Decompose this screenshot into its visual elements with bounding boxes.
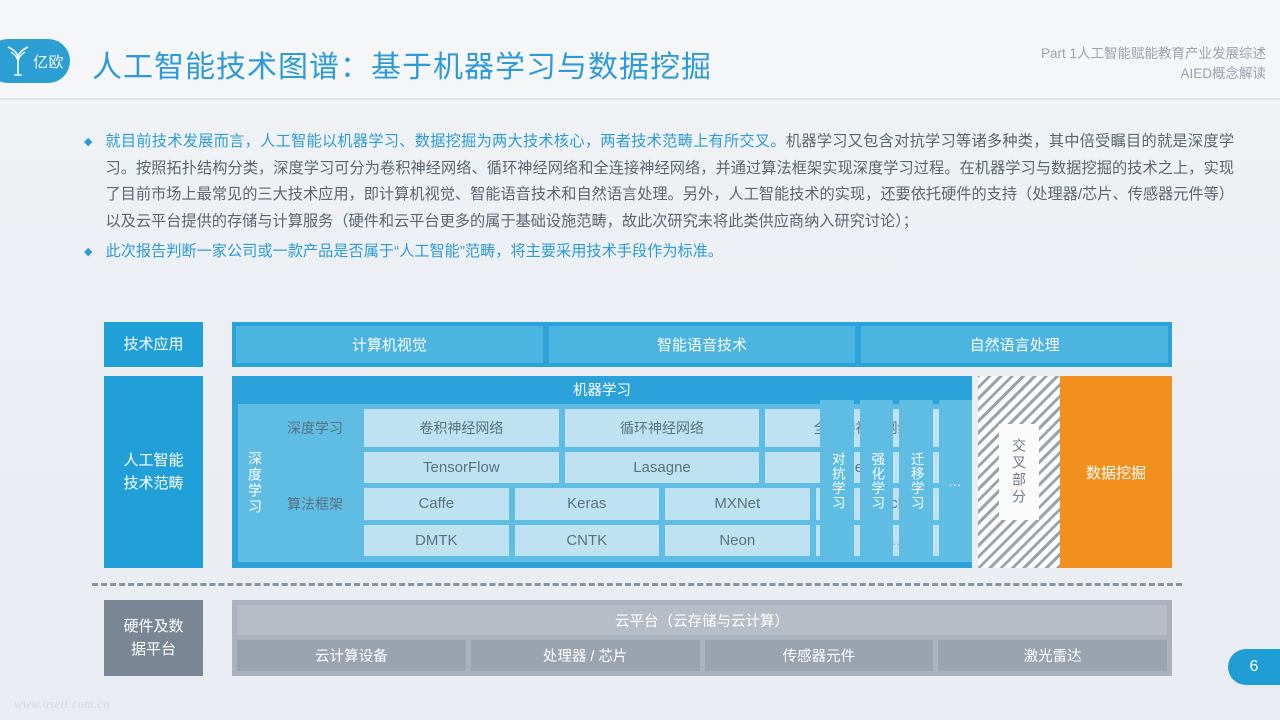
framework-cell-mxnet[interactable]: MXNet (665, 488, 810, 520)
topology-cell-cnn[interactable]: 卷积神经网络 (364, 409, 559, 447)
row-label-hardware-line2: 据平台 (130, 641, 176, 658)
row-label-ai-scope: 人工智能 技术范畴 (104, 376, 203, 568)
cross-section-label: 交叉部分 (999, 424, 1039, 520)
framework-cell-tensorflow[interactable]: TensorFlow (364, 452, 559, 484)
application-cell-speech[interactable]: 智能语音技术 (548, 326, 856, 363)
bullet-text: 此次报告判断一家公司或一款产品是否属于“人工智能”范畴，将主要采用技术手段作为标… (105, 243, 724, 260)
row-label-ai-scope-line1: 人工智能 (123, 452, 184, 469)
framework-cell-caffe[interactable]: Caffe (364, 488, 509, 520)
framework-row-label: 算法框架 (272, 452, 358, 556)
cloud-platform-bar[interactable]: 云平台（云存储与云计算） (237, 605, 1167, 635)
hardware-cell-processor-chip[interactable]: 处理器 / 芯片 (470, 640, 700, 671)
row-label-hardware: 硬件及数 据平台 (104, 600, 203, 676)
header-section-info: Part 1人工智能赋能教育产业发展综述 AIED概念解读 (1041, 44, 1266, 84)
header-divider (0, 98, 1280, 100)
topology-row-label: 深度学习 (272, 409, 358, 447)
row-label-hardware-line1: 硬件及数 (123, 618, 184, 635)
hardware-items-row: 云计算设备 处理器 / 芯片 传感器元件 激光雷达 (237, 640, 1167, 671)
framework-cell-keras[interactable]: Keras (514, 488, 659, 520)
bullet-item: ◆ 就目前技术发展而言，人工智能以机器学习、数据挖掘为两大技术核心，两者技术范畴… (84, 129, 1234, 235)
row-label-applications: 技术应用 (104, 322, 203, 367)
learning-column-adversarial[interactable]: 对抗学习 (820, 400, 854, 562)
application-cell-cv[interactable]: 计算机视觉 (236, 326, 543, 363)
hardware-cell-lidar[interactable]: 激光雷达 (938, 640, 1167, 671)
framework-cell-lasagne[interactable]: Lasagne (564, 452, 760, 484)
learning-column-reinforcement-text: 强化学习 (869, 452, 885, 510)
bullet-diamond-icon: ◆ (84, 136, 93, 148)
hardware-platform-block: 云平台（云存储与云计算） 云计算设备 处理器 / 芯片 传感器元件 激光雷达 (232, 600, 1172, 676)
section-topic-label: AIED概念解读 (1180, 66, 1266, 81)
bullet-list: ◆ 就目前技术发展而言，人工智能以机器学习、数据挖掘为两大技术核心，两者技术范畴… (84, 129, 1234, 270)
slide-header: 亿欧 人工智能技术图谱：基于机器学习与数据挖掘 Part 1人工智能赋能教育产业… (0, 0, 1280, 100)
bullet-diamond-icon: ◆ (84, 246, 93, 258)
deep-learning-vertical-text: 深度学习 (247, 451, 263, 515)
learning-column-adversarial-text: 对抗学习 (829, 452, 845, 510)
learning-column-reinforcement[interactable]: 强化学习 (859, 400, 893, 562)
machine-learning-title: 机器学习 (573, 382, 631, 399)
page-number-badge: 6 (1228, 649, 1280, 685)
framework-line: DMTK CNTK Neon …… (364, 524, 960, 556)
framework-cell-cntk[interactable]: CNTK (514, 524, 659, 556)
framework-cell-dmtk[interactable]: DMTK (364, 524, 509, 556)
bullet-item: ◆ 此次报告判断一家公司或一款产品是否属于“人工智能”范畴，将主要采用技术手段作… (84, 239, 1234, 266)
applications-row: 计算机视觉 智能语音技术 自然语言处理 (232, 322, 1172, 367)
tree-logo-icon (7, 46, 29, 76)
topology-cell-rnn[interactable]: 循环神经网络 (564, 409, 760, 447)
brand-logo: 亿欧 (0, 39, 70, 83)
data-mining-block[interactable]: 数据挖掘 (1060, 376, 1172, 568)
framework-cell-neon[interactable]: Neon (665, 524, 810, 556)
section-dashed-divider (92, 583, 1182, 586)
learning-column-more-text: … (948, 473, 963, 489)
site-watermark: www.useit.com.cn (14, 697, 111, 711)
application-cell-nlp[interactable]: 自然语言处理 (861, 326, 1169, 363)
brand-logo-text: 亿欧 (32, 52, 64, 71)
hardware-cell-cloud-device[interactable]: 云计算设备 (237, 640, 466, 671)
page-title: 人工智能技术图谱：基于机器学习与数据挖掘 (92, 51, 712, 84)
cross-section-text: 交叉部分 (1011, 438, 1027, 506)
learning-column-transfer-text: 迁移学习 (908, 452, 924, 510)
hardware-cell-sensor[interactable]: 传感器元件 (704, 640, 934, 671)
deep-learning-vertical-label: 深度学习 (238, 404, 272, 562)
learning-column-transfer[interactable]: 迁移学习 (899, 400, 933, 562)
bullet-text: 就目前技术发展而言，人工智能以机器学习、数据挖掘为两大技术核心，两者技术范畴上有… (105, 129, 1234, 235)
learning-column-more[interactable]: … (938, 400, 972, 562)
row-label-ai-scope-line2: 技术范畴 (123, 475, 184, 492)
section-part-label: Part 1人工智能赋能教育产业发展综述 (1040, 46, 1266, 61)
bullet-text-body: 机器学习又包含对抗学习等诸多种类，其中倍受瞩目的就是深度学习。按照拓扑结构分类，… (105, 133, 1235, 230)
bullet-text-highlight: 就目前技术发展而言，人工智能以机器学习、数据挖掘为两大技术核心，两者技术范畴上有… (105, 133, 786, 150)
other-learning-columns: 对抗学习 强化学习 迁移学习 … (820, 400, 972, 562)
cross-section-hatched: 交叉部分 (978, 376, 1060, 568)
